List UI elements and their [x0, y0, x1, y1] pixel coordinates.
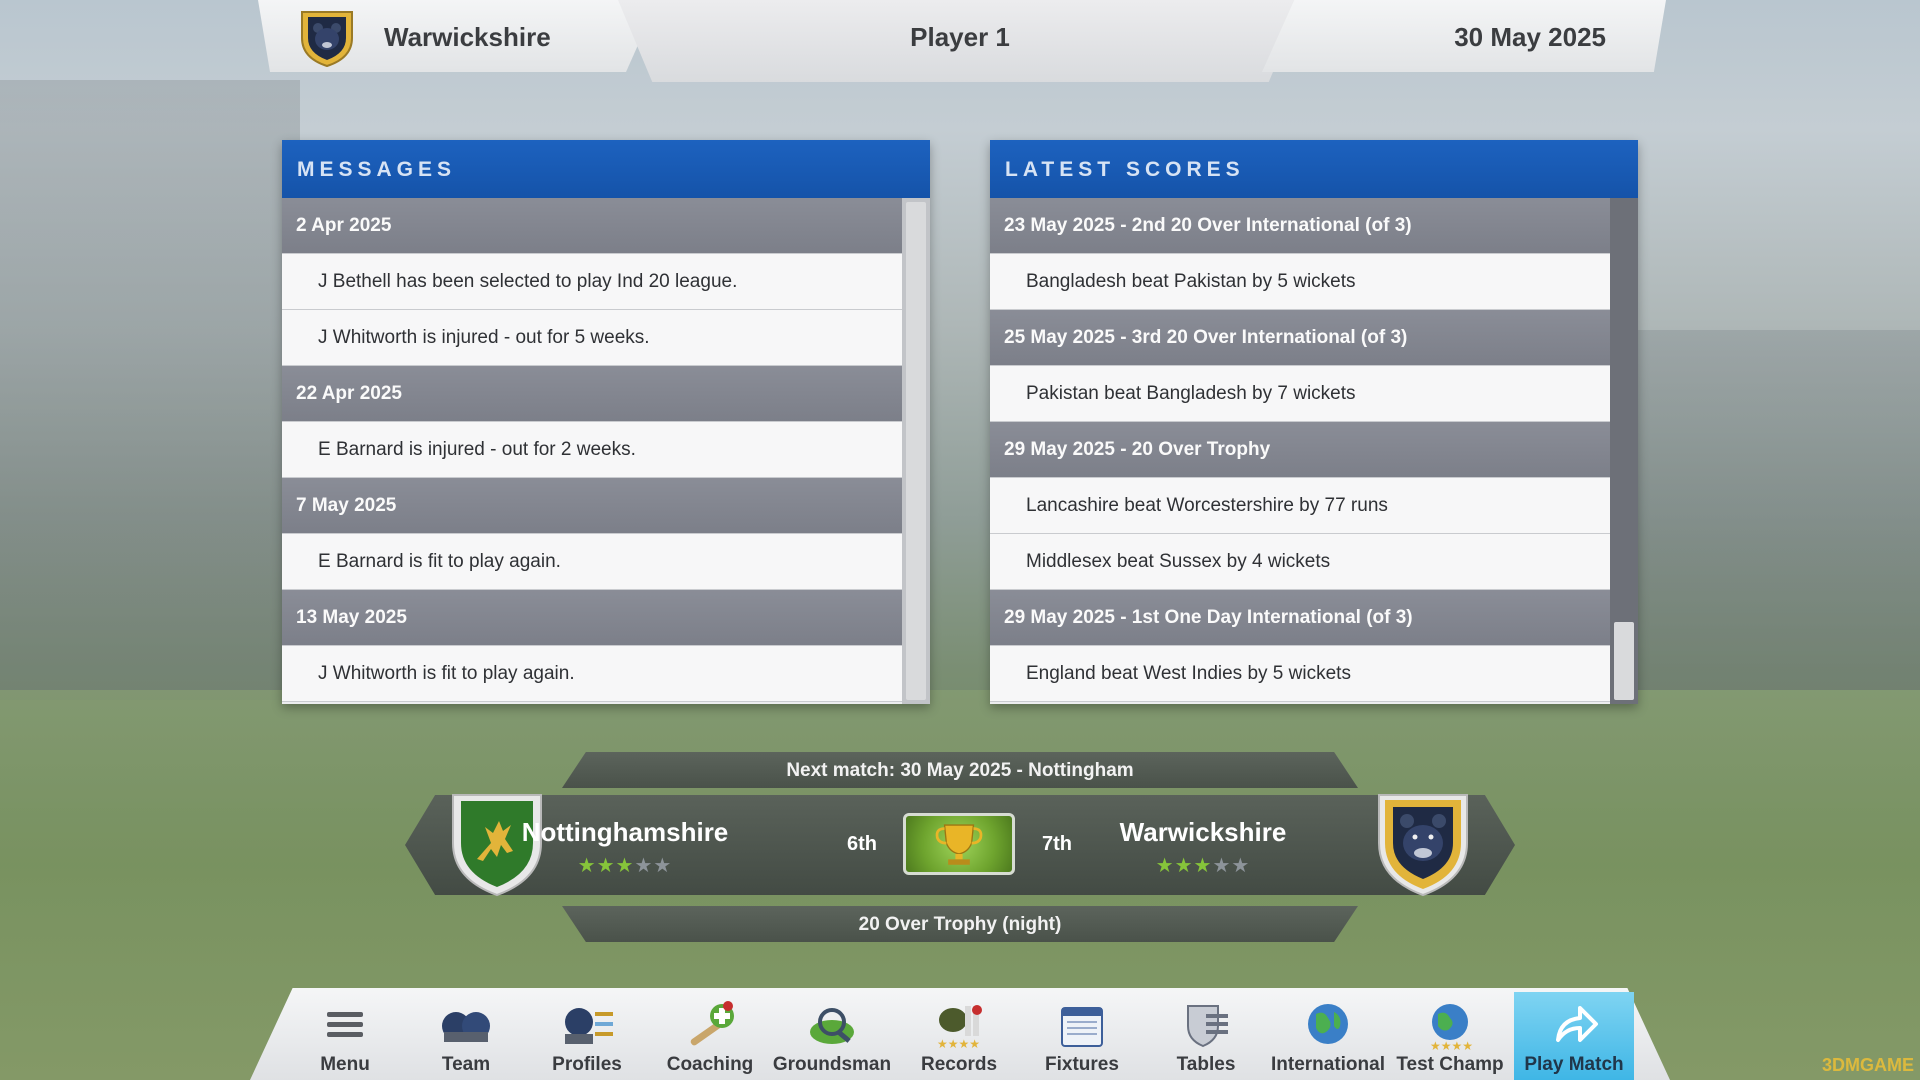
top-bar-date-segment [1262, 0, 1666, 72]
home-team-stars: ★★★★★ [515, 853, 735, 878]
message-date-header: 13 May 2025 [282, 590, 902, 646]
records-icon: ★★★★ [937, 1005, 982, 1051]
nav-label: Team [441, 1054, 491, 1075]
nav-team-button[interactable]: Team [406, 992, 526, 1080]
nav-label: Records [920, 1054, 998, 1075]
message-item[interactable]: J Whitworth is injured - out for 5 weeks… [282, 310, 902, 366]
score-fixture-header: 23 May 2025 - 2nd 20 Over International … [990, 198, 1610, 254]
nav-play-match-button[interactable]: Play Match [1514, 992, 1634, 1080]
message-item[interactable]: E Barnard is injured - out for 2 weeks. [282, 422, 902, 478]
messages-title: MESSAGES [282, 140, 930, 198]
background-stands-right [1630, 330, 1920, 690]
player-name: Player 1 [910, 22, 1010, 52]
nav-label: Coaching [666, 1054, 754, 1075]
nav-label: Groundsman [772, 1054, 892, 1075]
nav-label: Play Match [1524, 1054, 1624, 1075]
messages-scrollbar[interactable] [902, 198, 930, 704]
svg-text:★★★★: ★★★★ [1430, 1039, 1473, 1052]
nav-groundsman-button[interactable]: Groundsman [772, 992, 892, 1080]
latest-scores-title: LATEST SCORES [990, 140, 1638, 198]
club-name: Warwickshire [384, 22, 551, 52]
score-fixture-header: 29 May 2025 - 1st One Day International … [990, 590, 1610, 646]
star-filled-icon: ★ [577, 855, 597, 877]
star-empty-icon: ★ [1212, 855, 1232, 877]
star-filled-icon: ★ [1155, 855, 1175, 877]
current-date: 30 May 2025 [1454, 22, 1606, 52]
message-item[interactable]: J Bethell has been selected to play Ind … [282, 254, 902, 310]
message-item[interactable]: E Barnard is fit to play again. [282, 534, 902, 590]
nav-records-button[interactable]: ★★★★ Records [899, 992, 1019, 1080]
svg-text:★★★★: ★★★★ [937, 1037, 980, 1051]
nav-fixtures-button[interactable]: Fixtures [1022, 992, 1142, 1080]
nav-label: Tables [1176, 1054, 1236, 1075]
score-fixture-header: 29 May 2025 - 20 Over Trophy [990, 422, 1610, 478]
nav-international-button[interactable]: International [1268, 992, 1388, 1080]
top-bar: Warwickshire Player 1 30 May 2025 [0, 0, 1920, 82]
message-date-header: 22 Apr 2025 [282, 366, 902, 422]
nav-label: Test Champ [1396, 1054, 1504, 1075]
coaching-icon [690, 1001, 734, 1046]
score-result-item[interactable]: Pakistan beat Bangladesh by 7 wickets [990, 366, 1610, 422]
score-fixture-header: 25 May 2025 - 3rd 20 Over International … [990, 310, 1610, 366]
scores-scroll-thumb[interactable] [1614, 622, 1634, 700]
star-empty-icon: ★ [1231, 855, 1251, 877]
home-team-position: 6th [847, 833, 877, 855]
home-team-name: Nottinghamshire [521, 817, 729, 847]
tables-icon [1187, 1005, 1228, 1048]
menu-icon [327, 1012, 363, 1037]
score-result-item[interactable]: Lancashire beat Worcestershire by 77 run… [990, 478, 1610, 534]
away-team-position: 7th [1042, 833, 1072, 855]
message-date-header: 2 Apr 2025 [282, 198, 902, 254]
score-result-item[interactable]: Bangladesh beat Pakistan by 5 wickets [990, 254, 1610, 310]
stag-crest-icon [452, 794, 542, 897]
competition-banner: 20 Over Trophy (night) [562, 906, 1358, 942]
star-filled-icon: ★ [1193, 855, 1213, 877]
profiles-icon [565, 1008, 613, 1044]
nav-coaching-button[interactable]: Coaching [650, 992, 770, 1080]
nav-tables-button[interactable]: Tables [1146, 992, 1266, 1080]
nav-label: Profiles [552, 1054, 622, 1075]
nav-label: International [1270, 1054, 1385, 1075]
star-filled-icon: ★ [596, 855, 616, 877]
team-helmets-icon [442, 1012, 490, 1042]
star-filled-icon: ★ [1174, 855, 1194, 877]
star-empty-icon: ★ [634, 855, 654, 877]
away-team-name: Warwickshire [1119, 817, 1287, 847]
latest-scores-list[interactable]: 23 May 2025 - 2nd 20 Over International … [990, 198, 1610, 704]
nav-menu-button[interactable]: Menu [285, 992, 405, 1080]
nav-test-champ-button[interactable]: ★★★★ Test Champ [1390, 992, 1510, 1080]
test-champ-globe-icon: ★★★★ [1430, 1004, 1473, 1052]
globe-icon [1308, 1004, 1348, 1044]
scores-scrollbar[interactable] [1610, 198, 1638, 704]
nav-label: Menu [320, 1054, 370, 1075]
watermark-logo: 3DMGAME [1821, 1055, 1914, 1075]
background-stands-left [0, 80, 300, 700]
nav-label: Fixtures [1045, 1054, 1119, 1075]
star-filled-icon: ★ [615, 855, 635, 877]
star-empty-icon: ★ [653, 855, 673, 877]
fixtures-calendar-icon [1061, 1007, 1103, 1047]
next-match-card[interactable]: Nottinghamshire ★★★★★ 6th 7th Warwickshi… [405, 794, 1515, 897]
next-match-banner: Next match: 30 May 2025 - Nottingham [562, 752, 1358, 788]
trophy-icon [903, 813, 1015, 875]
message-item[interactable]: J Whitworth is fit to play again. [282, 646, 902, 702]
away-team-stars: ★★★★★ [1093, 853, 1313, 878]
nav-profiles-button[interactable]: Profiles [527, 992, 647, 1080]
message-date-header: 7 May 2025 [282, 478, 902, 534]
bear-crest-icon [1378, 794, 1468, 897]
messages-scroll-thumb[interactable] [906, 202, 926, 700]
latest-scores-panel: LATEST SCORES 23 May 2025 - 2nd 20 Over … [990, 140, 1638, 704]
groundsman-icon [810, 1008, 854, 1044]
score-result-item[interactable]: Middlesex beat Sussex by 4 wickets [990, 534, 1610, 590]
play-arrow-icon [1556, 1006, 1598, 1042]
score-result-item[interactable]: England beat West Indies by 5 wickets [990, 646, 1610, 702]
top-bar-player-segment [618, 0, 1303, 82]
bear-crest-icon [301, 11, 353, 68]
